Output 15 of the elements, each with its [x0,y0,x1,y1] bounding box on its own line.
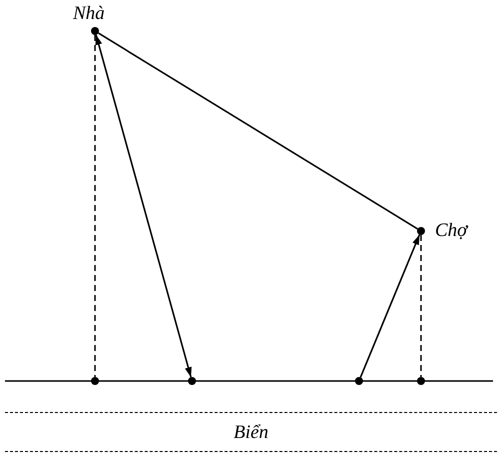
arrow [95,34,192,378]
arrow [360,234,420,378]
point-dot [417,227,425,235]
point-label: Chợ [435,221,468,240]
dashed-line [94,35,96,377]
line [98,32,418,230]
dashed-line [420,235,422,377]
point-dot [91,377,99,385]
point-dot [417,377,425,385]
point-dot [188,377,196,385]
point-label: Nhà [73,4,105,23]
point-dot [355,377,363,385]
sea-band [5,412,497,452]
point-dot [91,27,99,35]
sea-label: Biển [234,423,268,442]
